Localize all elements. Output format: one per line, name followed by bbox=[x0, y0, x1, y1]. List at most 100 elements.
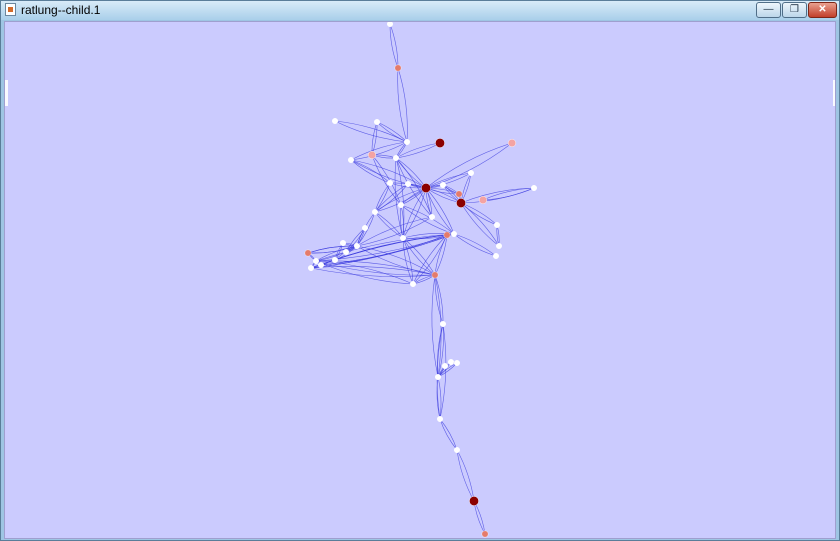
graph-node[interactable] bbox=[440, 181, 447, 188]
graph-node[interactable] bbox=[362, 224, 369, 231]
graph-node[interactable] bbox=[431, 271, 439, 279]
graph-edge bbox=[434, 274, 444, 325]
graph-node[interactable] bbox=[308, 264, 315, 271]
graph-node[interactable] bbox=[435, 138, 445, 148]
graph-edge bbox=[439, 418, 458, 451]
graph-edge bbox=[482, 187, 535, 201]
title-bar[interactable]: ratlung--child.1 — ❐ ✕ bbox=[1, 1, 839, 20]
graph-node[interactable] bbox=[468, 169, 475, 176]
graph-node[interactable] bbox=[372, 208, 379, 215]
graph-edge bbox=[436, 323, 444, 420]
graph-edge bbox=[395, 157, 433, 218]
graph-node[interactable] bbox=[494, 221, 501, 228]
graph-edge bbox=[310, 266, 436, 276]
graph-node[interactable] bbox=[368, 150, 377, 159]
graph-node[interactable] bbox=[354, 242, 361, 249]
graph-edge bbox=[371, 154, 402, 206]
graph-edge bbox=[356, 245, 436, 276]
graph-edge bbox=[482, 187, 535, 201]
graph-node[interactable] bbox=[456, 198, 466, 208]
graph-edge bbox=[453, 233, 497, 257]
graph-edge bbox=[310, 234, 448, 269]
graph-node[interactable] bbox=[454, 447, 461, 454]
graph-edge bbox=[374, 211, 404, 239]
close-button[interactable]: ✕ bbox=[808, 2, 837, 18]
graph-edge bbox=[350, 159, 427, 189]
graph-edge bbox=[425, 187, 455, 235]
minimize-button[interactable]: — bbox=[756, 2, 781, 18]
graph-node[interactable] bbox=[437, 416, 444, 423]
graph-edge bbox=[425, 187, 455, 235]
graph-edge bbox=[350, 141, 408, 161]
graph-node[interactable] bbox=[531, 184, 538, 191]
graph-edge bbox=[395, 157, 427, 189]
graph-edge bbox=[437, 376, 442, 420]
java-app-icon bbox=[5, 3, 16, 16]
graph-edge bbox=[460, 202, 500, 247]
graph-node[interactable] bbox=[394, 64, 402, 72]
graph-node[interactable] bbox=[440, 321, 447, 328]
graph-edge bbox=[434, 274, 442, 378]
graph-node[interactable] bbox=[387, 22, 393, 27]
graph-edge bbox=[315, 233, 455, 262]
graph-edge bbox=[473, 500, 486, 535]
graph-edge bbox=[307, 245, 358, 254]
graph-node[interactable] bbox=[455, 190, 463, 198]
graph-node[interactable] bbox=[469, 496, 479, 506]
graph-edge bbox=[402, 237, 414, 285]
restore-button[interactable]: ❐ bbox=[782, 2, 807, 18]
graph-node[interactable] bbox=[400, 234, 407, 241]
graph-edge bbox=[334, 120, 408, 143]
graph-node[interactable] bbox=[435, 374, 442, 381]
graph-node[interactable] bbox=[393, 154, 400, 161]
graph-node[interactable] bbox=[429, 213, 436, 220]
graph-edge bbox=[371, 154, 402, 206]
network-graph[interactable] bbox=[5, 22, 836, 539]
edge-layer bbox=[307, 23, 535, 535]
graph-edge bbox=[356, 216, 433, 247]
graph-node[interactable] bbox=[304, 249, 312, 257]
graph-edge bbox=[434, 274, 444, 325]
graph-node[interactable] bbox=[421, 183, 431, 193]
graph-edge bbox=[395, 157, 427, 189]
graph-node[interactable] bbox=[443, 231, 451, 239]
graph-node[interactable] bbox=[454, 360, 461, 367]
graph-node[interactable] bbox=[340, 239, 347, 246]
graph-node[interactable] bbox=[508, 138, 517, 147]
graph-node[interactable] bbox=[318, 261, 325, 268]
graph-edge bbox=[434, 234, 448, 276]
graph-edge bbox=[400, 204, 455, 235]
graph-node[interactable] bbox=[387, 179, 394, 186]
graph-edge bbox=[394, 157, 404, 239]
graph-node[interactable] bbox=[348, 156, 355, 163]
graph-node[interactable] bbox=[332, 117, 339, 124]
graph-node[interactable] bbox=[448, 359, 455, 366]
graph-node[interactable] bbox=[451, 230, 458, 237]
graph-node[interactable] bbox=[404, 138, 411, 145]
graph-node[interactable] bbox=[481, 530, 489, 538]
graph-node[interactable] bbox=[410, 281, 417, 288]
graph-edge bbox=[460, 202, 500, 247]
graph-node[interactable] bbox=[493, 252, 500, 259]
graph-node[interactable] bbox=[442, 363, 449, 370]
graph-node[interactable] bbox=[313, 257, 320, 264]
graph-node[interactable] bbox=[343, 248, 350, 255]
graph-edge bbox=[320, 234, 448, 266]
graph-edge bbox=[434, 234, 448, 276]
graph-node[interactable] bbox=[479, 195, 488, 204]
graph-node[interactable] bbox=[398, 201, 405, 208]
graph-edge bbox=[460, 202, 498, 226]
graph-edge bbox=[389, 23, 399, 69]
graph-edge bbox=[402, 237, 436, 276]
graph-node[interactable] bbox=[374, 118, 381, 125]
graph-edge bbox=[395, 157, 433, 218]
node-layer bbox=[304, 22, 538, 538]
graph-edge bbox=[425, 142, 513, 189]
graph-edge bbox=[315, 245, 358, 262]
graph-canvas[interactable] bbox=[4, 21, 836, 539]
graph-node[interactable] bbox=[332, 256, 339, 263]
graph-node[interactable] bbox=[496, 242, 503, 249]
graph-node[interactable] bbox=[405, 180, 412, 187]
graph-edge bbox=[315, 260, 414, 285]
